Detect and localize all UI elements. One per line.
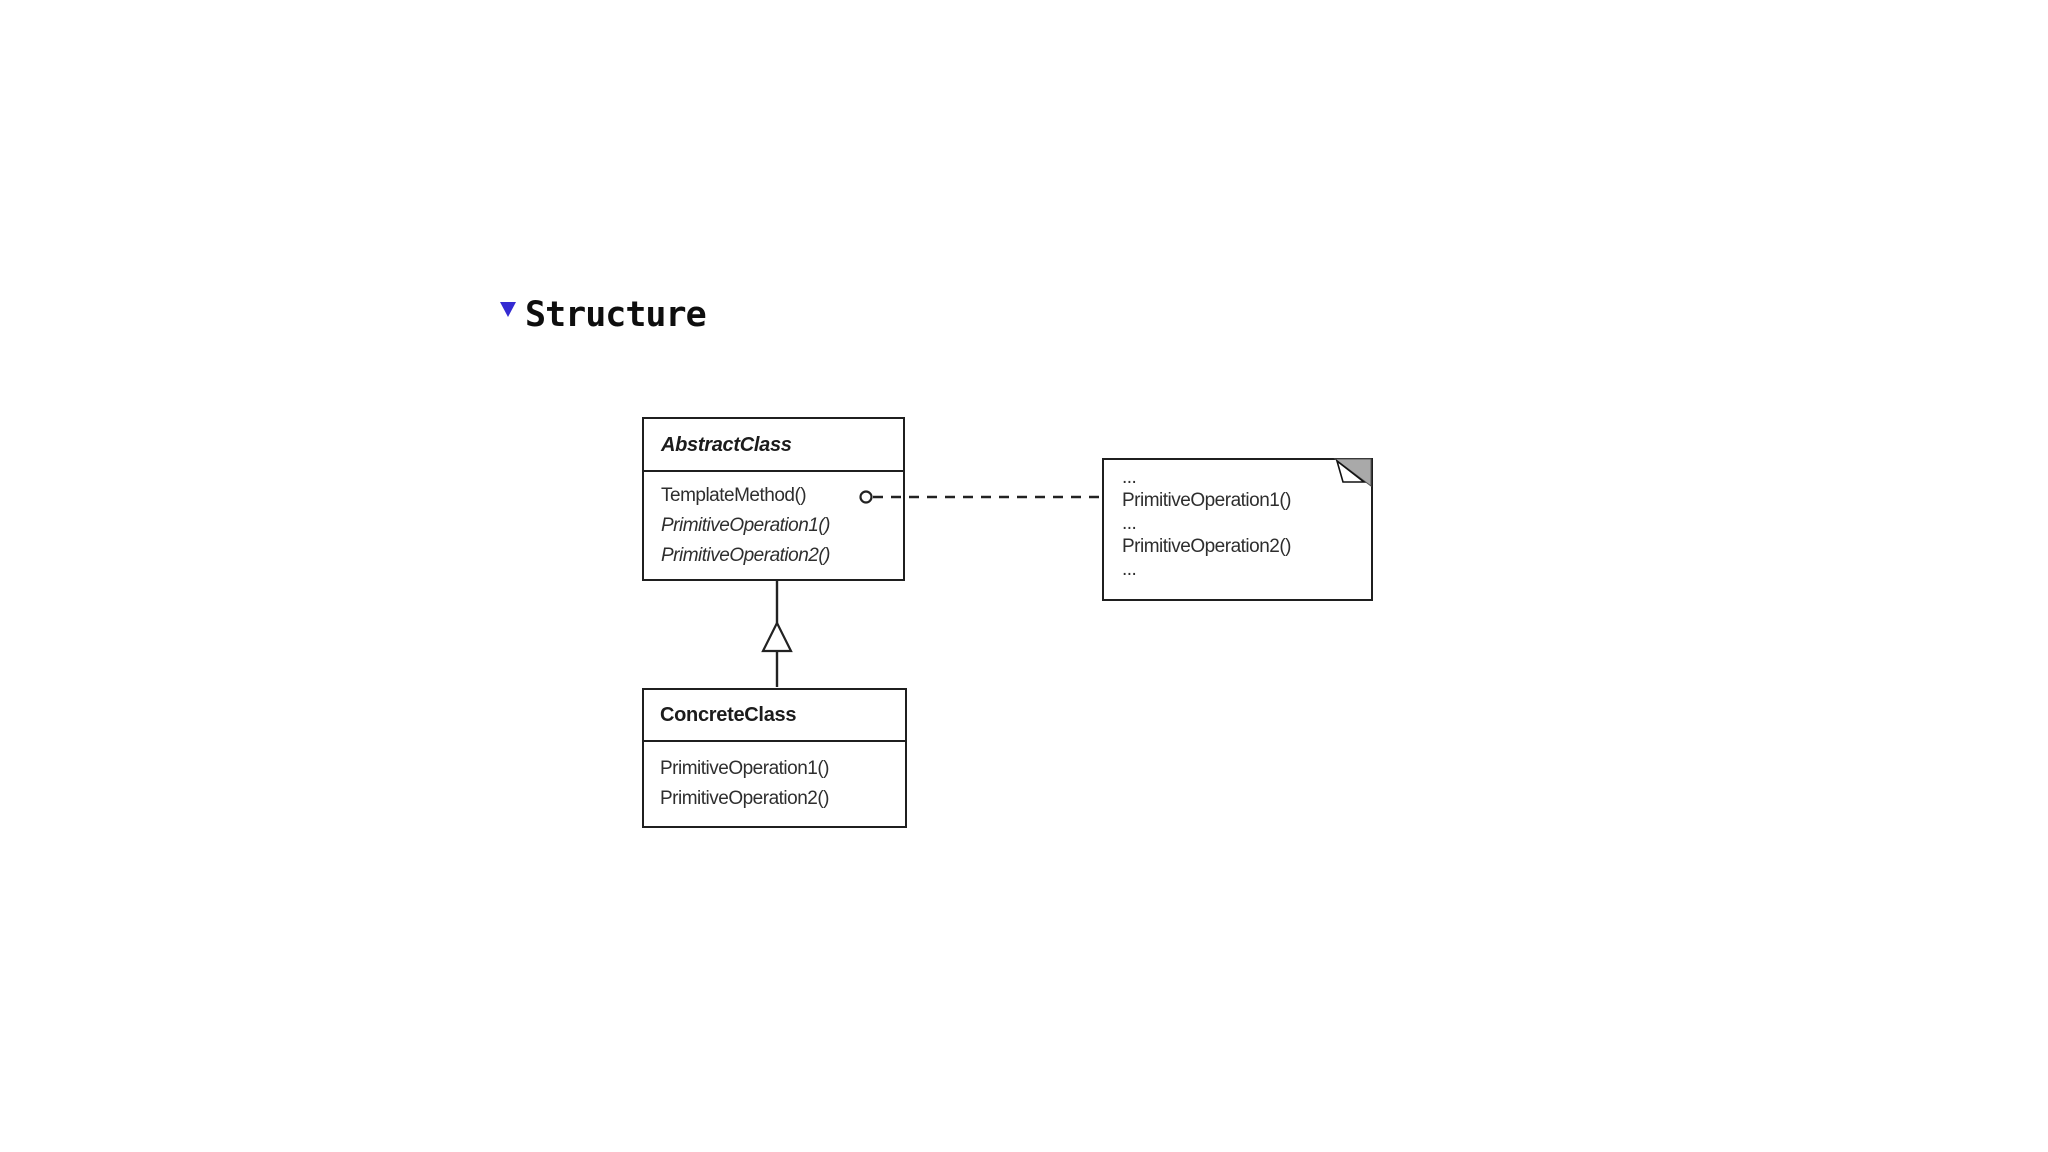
- abstract-class-methods: TemplateMethod() PrimitiveOperation1() P…: [644, 472, 903, 571]
- note-primitive-operation-1: PrimitiveOperation1(): [1122, 490, 1292, 511]
- note-text: ... PrimitiveOperation1() ... PrimitiveO…: [1104, 460, 1371, 581]
- method-primitive-operation-2: PrimitiveOperation2(): [660, 788, 830, 809]
- method-primitive-operation-1: PrimitiveOperation1(): [660, 758, 830, 779]
- abstract-class-title: AbstractClass: [644, 419, 903, 472]
- note-primitive-operation-2: PrimitiveOperation2(): [1122, 536, 1292, 557]
- pseudocode-note-box: ... PrimitiveOperation1() ... PrimitiveO…: [1102, 458, 1373, 601]
- section-toggle-triangle-icon[interactable]: [500, 302, 516, 317]
- note-ellipsis: ...: [1122, 467, 1137, 488]
- concrete-class-methods: PrimitiveOperation1() PrimitiveOperation…: [644, 742, 905, 814]
- method-primitive-operation-1: PrimitiveOperation1(): [661, 515, 831, 536]
- concrete-class-title: ConcreteClass: [644, 690, 905, 742]
- method-template-method: TemplateMethod(): [661, 485, 807, 506]
- method-primitive-operation-2: PrimitiveOperation2(): [661, 545, 831, 566]
- abstract-class-box: AbstractClass TemplateMethod() Primitive…: [642, 417, 905, 581]
- section-title: Structure: [525, 295, 707, 335]
- note-ellipsis: ...: [1122, 559, 1137, 580]
- inheritance-triangle-icon: [761, 620, 793, 653]
- structure-section-heading: Structure: [500, 295, 707, 335]
- concrete-class-box: ConcreteClass PrimitiveOperation1() Prim…: [642, 688, 907, 828]
- note-ellipsis: ...: [1122, 513, 1137, 534]
